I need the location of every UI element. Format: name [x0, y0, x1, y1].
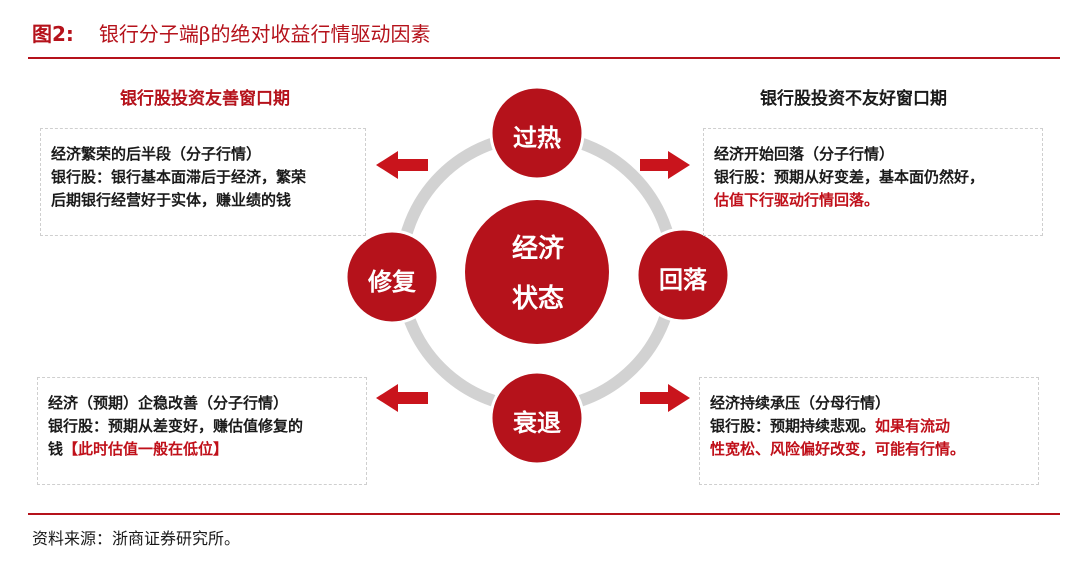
- box-recession-line3: 性宽松、风险偏好改变，可能有行情。: [710, 440, 966, 458]
- figure-number: 图2:: [32, 22, 74, 46]
- box-recovery: 经济（预期）企稳改善（分子行情） 银行股：预期从差变好，赚估值修复的 钱【此时估…: [37, 377, 367, 485]
- box-recession-line2: 银行股：预期持续悲观。如果有流动: [710, 415, 1030, 438]
- box-late-boom-line3: 后期银行经营好于实体，赚业绩的钱: [51, 191, 292, 209]
- box-late-boom-line2: 银行股：银行基本面滞后于经济，繁荣: [51, 168, 307, 186]
- box-recovery-line3-text: 钱: [48, 440, 64, 458]
- arrow-left-top: [376, 151, 428, 179]
- box-downturn-line3: 估值下行驱动行情回落。: [714, 191, 880, 209]
- figure-title: 图2: 银行分子端β的绝对收益行情驱动因素: [32, 18, 430, 47]
- figure-title-text: 银行分子端β的绝对收益行情驱动因素: [98, 22, 431, 46]
- label-recovery: 修复: [368, 268, 416, 296]
- box-recovery-line2: 银行股：预期从差变好，赚估值修复的: [48, 417, 304, 435]
- source-note: 资料来源：浙商证券研究所。: [32, 529, 241, 548]
- center-label-line2: 状态: [511, 284, 564, 314]
- box-late-boom: 经济繁荣的后半段（分子行情） 银行股：银行基本面滞后于经济，繁荣 后期银行经营好…: [40, 128, 366, 236]
- box-downturn-line2: 银行股：预期从好变差，基本面仍然好，: [714, 168, 985, 186]
- center-node: [465, 200, 609, 344]
- box-downturn: 经济开始回落（分子行情） 银行股：预期从好变差，基本面仍然好， 估值下行驱动行情…: [703, 128, 1043, 236]
- label-downturn: 回落: [659, 266, 707, 294]
- box-recession-line1: 经济持续承压（分母行情）: [710, 394, 891, 412]
- box-downturn-line1: 经济开始回落（分子行情）: [714, 145, 895, 163]
- label-recession: 衰退: [513, 409, 561, 437]
- box-recovery-line3-note: 【此时估值一般在低位】: [63, 440, 229, 458]
- center-label-line1: 经济: [511, 234, 564, 264]
- heading-friendly-window: 银行股投资友善窗口期: [120, 89, 290, 109]
- top-rule: [28, 57, 1060, 59]
- box-recovery-line1: 经济（预期）企稳改善（分子行情）: [48, 394, 289, 412]
- node-recovery: [344, 229, 440, 325]
- arrow-left-bottom: [376, 384, 428, 412]
- arrow-right-top: [640, 151, 690, 179]
- box-recession: 经济持续承压（分母行情） 银行股：预期持续悲观。如果有流动 性宽松、风险偏好改变…: [699, 377, 1039, 485]
- box-recession-line2-text: 银行股：预期持续悲观。: [710, 417, 876, 435]
- node-overheat: [489, 85, 585, 181]
- arrow-right-bottom: [640, 384, 690, 412]
- box-recovery-line3: 钱【此时估值一般在低位】: [48, 438, 358, 461]
- box-late-boom-line1: 经济繁荣的后半段（分子行情）: [51, 145, 262, 163]
- node-downturn: [635, 227, 731, 323]
- heading-unfriendly-window: 银行股投资不友好窗口期: [760, 89, 947, 109]
- node-recession: [489, 370, 585, 466]
- center-label: 经济 状态: [478, 224, 598, 324]
- bottom-rule: [28, 513, 1060, 515]
- label-overheat: 过热: [513, 124, 561, 152]
- box-recession-line2-note: 如果有流动: [875, 417, 951, 435]
